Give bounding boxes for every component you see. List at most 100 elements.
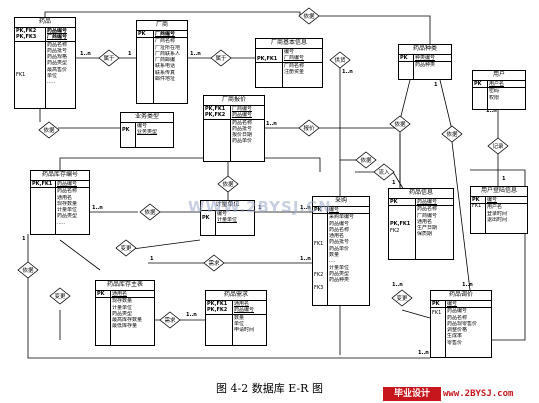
attr: 药品名称 bbox=[232, 119, 253, 126]
attr: 采购单编号 bbox=[329, 214, 355, 221]
attr: 计量单位 bbox=[217, 217, 238, 224]
card-3: 1 bbox=[128, 51, 132, 57]
attr: 药品编号 bbox=[234, 307, 255, 314]
attr: 药品批号 bbox=[232, 125, 253, 132]
attr: 药品编号 bbox=[417, 199, 438, 205]
card-12: 1..n bbox=[186, 312, 197, 318]
attr: 编号 bbox=[447, 301, 458, 307]
attr: 现存数量 bbox=[112, 298, 133, 305]
attr: 厂商联系人 bbox=[155, 50, 181, 57]
edge-drugbelong-adjust bbox=[451, 141, 471, 291]
attr: 退出时间 bbox=[487, 216, 508, 223]
attr: 厂商编号 bbox=[417, 212, 438, 219]
card-7: 1..n bbox=[92, 205, 103, 211]
attr: 密码 bbox=[489, 88, 500, 95]
rel-basis-price: 依据 bbox=[222, 182, 234, 188]
attr: 厂商编号 bbox=[155, 31, 176, 37]
diamond-basis-left bbox=[17, 261, 39, 279]
key-label: PK bbox=[314, 207, 322, 213]
rel-change2: 变更 bbox=[54, 294, 66, 300]
entity-manufacturer-price: 厂商报价 PK,FK1 PK,FK2 厂商编号 药品编号 药品名称 药品批号 报… bbox=[203, 95, 265, 162]
rel-belong2: 属于 bbox=[215, 56, 227, 62]
rel-offer: 报价 bbox=[303, 126, 315, 132]
rel-belong-type: 依据 bbox=[394, 122, 406, 128]
key-label: PK,FK2 bbox=[207, 307, 228, 314]
diamond-inbound bbox=[373, 163, 395, 181]
card-5: 1..n bbox=[266, 121, 277, 127]
entity-unit: 计量单位 PK 编号 计量单位 bbox=[200, 200, 255, 236]
key-label: PK,FK2 bbox=[205, 112, 226, 119]
entity-title: 药品需求 bbox=[206, 291, 266, 301]
entity-manufacturer: 厂商 PK 厂商编号 厂商名称 厂址所在地 厂商联系人 厂商邮编 联系电话 联系… bbox=[136, 20, 188, 104]
attr: 药品编号 bbox=[232, 112, 253, 119]
attr: 单位 bbox=[234, 320, 245, 327]
card-2: 1..n bbox=[190, 51, 201, 57]
entity-title: 业务类型 bbox=[121, 113, 173, 123]
attr: 药品名称 bbox=[47, 41, 68, 48]
entity-drug-demand: 药品需求 PK,FK1 PK,FK2 通用名 药品编号 数量 单位 申请时间 bbox=[205, 290, 267, 346]
diamond-supply bbox=[329, 51, 351, 69]
entity-user-login: 用户登陆信息 PK FK1 编号 用户名 登录时间 退出时间 bbox=[470, 186, 528, 234]
attr: 药品编号 bbox=[447, 308, 468, 315]
rel-basis-info: 依据 bbox=[360, 158, 372, 164]
edge-change3-adjust bbox=[401, 309, 431, 319]
key-label: PK bbox=[474, 81, 482, 87]
attr: 登录时间 bbox=[487, 210, 508, 217]
key-label: PK,FK3 bbox=[16, 34, 37, 41]
rel-demand2: 需求 bbox=[164, 318, 176, 324]
entity-drug-stock: 药品库存编号 PK,FK1 药品编号 药品名称 通用名 现存数量 计量单位 药品… bbox=[30, 170, 90, 235]
diamond-belong-drug bbox=[441, 125, 463, 143]
attr: 用户名 bbox=[487, 204, 503, 211]
watermark: WWW.2BYSJ.CN bbox=[188, 198, 332, 216]
attr: 种类编号 bbox=[415, 55, 436, 61]
attr: ..... bbox=[47, 79, 55, 86]
key-label: PK,FK1 bbox=[257, 56, 278, 62]
diamond-change2 bbox=[49, 287, 71, 305]
logo-left: 毕业设计 bbox=[383, 387, 441, 401]
key-label: PK bbox=[97, 291, 105, 297]
card-20: 1..n bbox=[462, 282, 473, 288]
attr: 药品名称 bbox=[329, 226, 350, 233]
key-label: PK bbox=[400, 55, 408, 61]
rel-change1: 变更 bbox=[120, 246, 132, 252]
entity-title: 药品库存编号 bbox=[31, 171, 89, 181]
logo-right: www.2BYSJ.com bbox=[443, 389, 514, 399]
attr: 计量单位 bbox=[57, 207, 78, 214]
attr: 药品种类 bbox=[329, 277, 350, 284]
attr: 编号 bbox=[137, 123, 148, 129]
entity-drug-type: 药品种类 PK 种类编号 药品种类 bbox=[398, 44, 452, 80]
attr: 编号 bbox=[487, 197, 498, 203]
key-label: PK bbox=[202, 215, 210, 221]
attr: 报价日期 bbox=[232, 132, 253, 139]
rel-record: 记录 bbox=[492, 144, 504, 150]
edge-type-belong-type bbox=[399, 79, 411, 121]
edge-basisleft-adjust bbox=[27, 278, 430, 359]
attr: ..... bbox=[57, 219, 65, 226]
attr: 药品规格 bbox=[47, 54, 68, 61]
attr: 通用名 bbox=[329, 233, 345, 240]
card-10: 1..n bbox=[300, 256, 311, 262]
entity-title: 厂商报价 bbox=[204, 96, 264, 106]
entity-manufacturer-site: 厂商基本信息 PK,FK1 编号 厂商编号 厂商名称 注册资金 bbox=[255, 38, 323, 88]
attr: 药品现零售价 bbox=[447, 320, 478, 327]
attr: 药品名称 bbox=[447, 314, 468, 321]
site-logo: 毕业设计 www.2BYSJ.com bbox=[383, 387, 537, 401]
attr: 药品单价 bbox=[329, 245, 350, 252]
rel-basis-biz: 依据 bbox=[43, 128, 55, 134]
attr: 厂商编号 bbox=[232, 106, 253, 112]
attr: 厂商编号 bbox=[284, 55, 305, 62]
diamond-demand2 bbox=[159, 311, 181, 329]
attr: 药品类型 bbox=[57, 213, 78, 220]
attr: 现存数量 bbox=[57, 200, 78, 207]
key-label: PK,FK1 bbox=[390, 221, 411, 227]
card-8: 1..n bbox=[300, 205, 311, 211]
rel-demand1: 需求 bbox=[208, 261, 220, 267]
attr: 计量单位 bbox=[329, 264, 350, 271]
diamond-belong1 bbox=[98, 49, 120, 67]
attr: 用户名 bbox=[489, 81, 505, 87]
key-label: FK1 bbox=[432, 310, 442, 316]
card-18: 1..n bbox=[392, 282, 403, 288]
key-label: PK,FK1 bbox=[205, 106, 226, 112]
diamond-belong2 bbox=[210, 49, 232, 67]
attr: 厂商编号 bbox=[47, 34, 68, 41]
